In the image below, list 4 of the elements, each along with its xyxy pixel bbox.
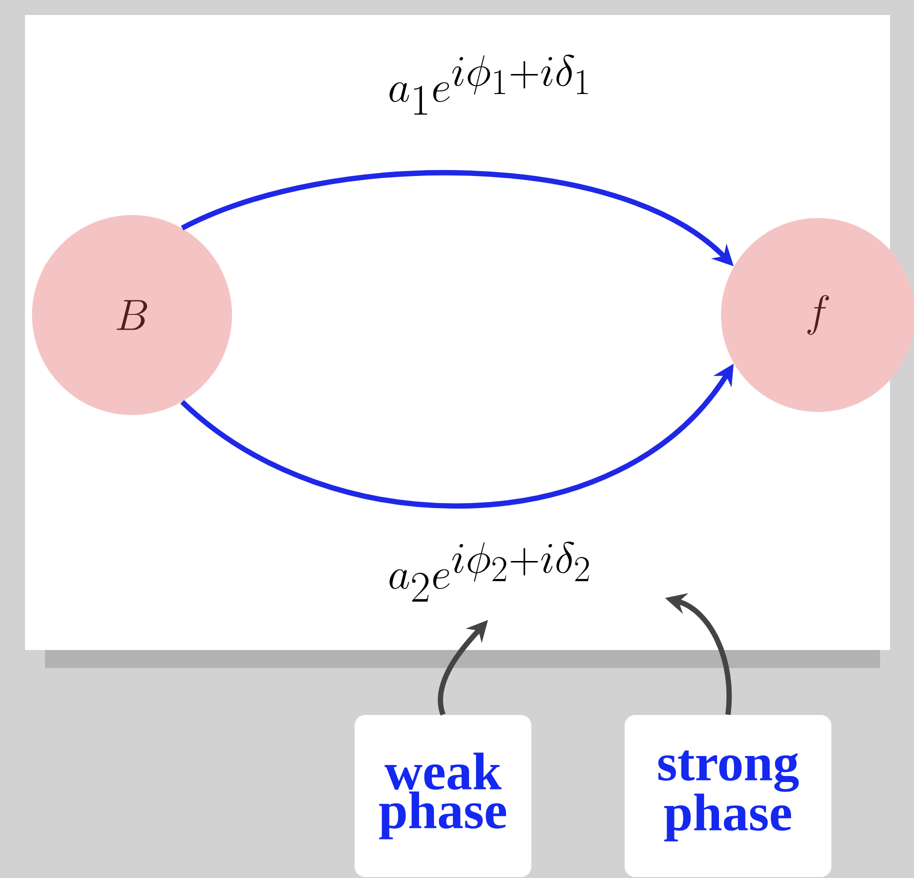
- label-card: weak phase: [354, 714, 532, 877]
- amplitude-formula: $a_2 e^{i\phi_2+i\delta_2}$: [390, 542, 589, 602]
- label-card: strong phase: [624, 714, 832, 877]
- amplitude-formula: $a_1 e^{i\phi_1+i\delta_1}$: [390, 54, 588, 115]
